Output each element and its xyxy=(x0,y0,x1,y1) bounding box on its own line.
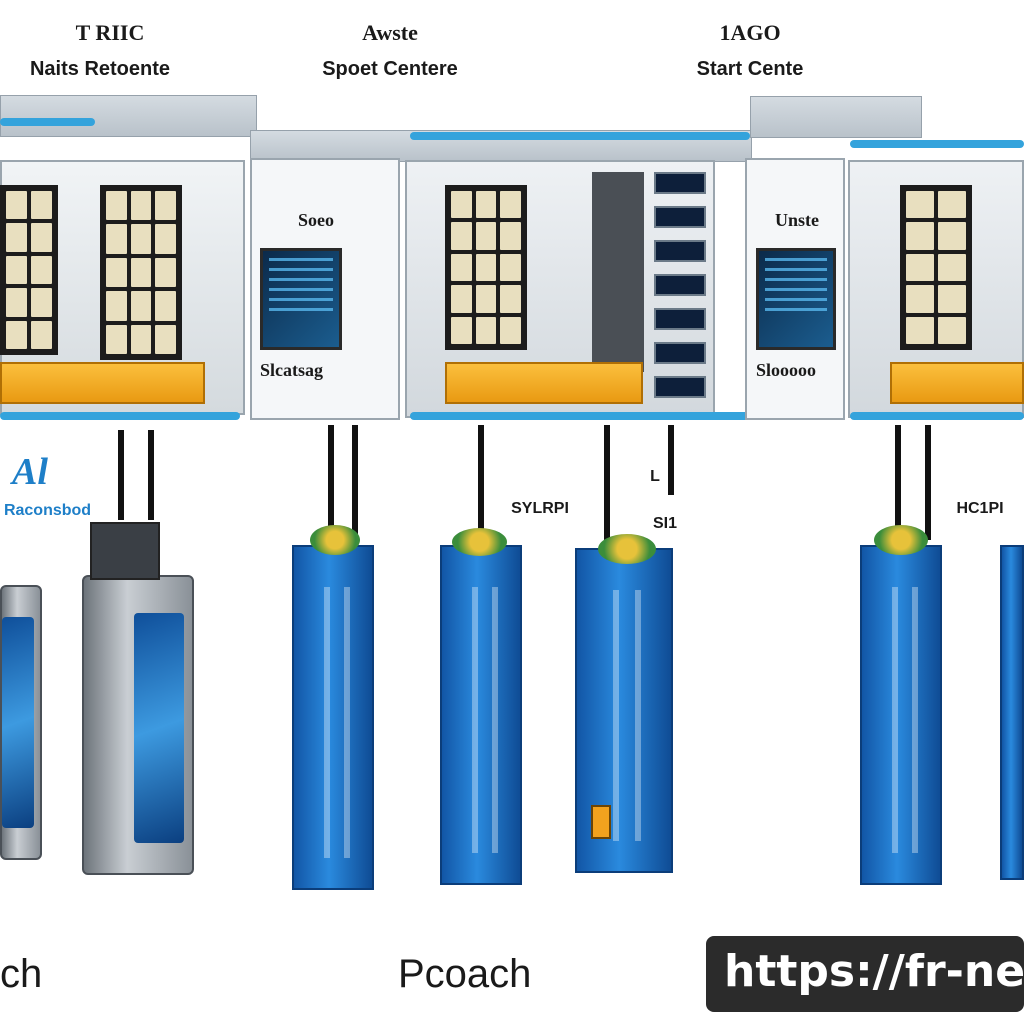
orange-power-bar-right xyxy=(890,362,1024,404)
bottom-label-left: ch xyxy=(0,952,43,996)
mid-label-c: SI1 xyxy=(652,515,677,532)
rack-shelf-right xyxy=(750,96,922,138)
cable-6 xyxy=(604,425,610,545)
cable-9 xyxy=(925,425,931,540)
blue-rail-center-top xyxy=(410,132,750,140)
blue-rail-center-bottom xyxy=(410,412,840,420)
blue-rail-right-bottom xyxy=(850,412,1024,420)
top-label-3-line2: Start Cente xyxy=(696,58,804,80)
cable-8 xyxy=(895,425,901,535)
blue-logo-icon: Al xyxy=(12,451,48,493)
orange-power-bar-left xyxy=(0,362,205,404)
center-dark-panel xyxy=(592,172,644,372)
module-5 xyxy=(1000,545,1024,880)
top-label-2-line2: Spoet Centere xyxy=(322,58,458,80)
panel-right-bottom-text: Slooooo xyxy=(756,360,817,380)
device-unit-grey-top xyxy=(90,522,160,580)
port-grid-left-a xyxy=(0,185,58,355)
device-unit-left xyxy=(0,585,42,860)
top-label-1-line2: Naits Retoente xyxy=(29,58,171,80)
device-unit-grey xyxy=(82,575,194,875)
top-label-1-line1: T RIIC xyxy=(75,20,145,45)
module-3-badge xyxy=(591,805,611,839)
module-3 xyxy=(575,548,673,873)
orange-power-bar-center xyxy=(445,362,643,404)
port-grid-center xyxy=(445,185,527,350)
top-label-2-line1: Awste xyxy=(362,20,418,45)
blue-logo-caption: Raconsbod xyxy=(3,502,92,519)
right-label: HC1PI xyxy=(956,500,1004,517)
watermark-url: https://fr-ne xyxy=(706,936,1024,1012)
port-grid-right xyxy=(900,185,972,350)
cable-5 xyxy=(478,425,484,535)
cable-2 xyxy=(148,430,154,520)
bottom-label-center: Pcoach xyxy=(398,952,532,996)
panel-left-bottom-text: Slcatsag xyxy=(260,360,323,380)
port-grid-left-b xyxy=(100,185,182,360)
panel-right-screen xyxy=(756,248,836,350)
plant-icon-4 xyxy=(874,525,928,555)
blue-rail-right-top xyxy=(850,140,1024,148)
blue-rail-left-top xyxy=(0,118,95,126)
module-2 xyxy=(440,545,522,885)
mid-label-b: L xyxy=(650,468,660,485)
panel-left-screen xyxy=(260,248,342,350)
plant-icon-3 xyxy=(598,534,656,564)
module-1 xyxy=(292,545,374,890)
cable-7 xyxy=(668,425,674,495)
cable-3 xyxy=(328,425,334,535)
mid-label-a: SYLRPI xyxy=(511,500,569,517)
module-4 xyxy=(860,545,942,885)
blue-rail-left-bottom xyxy=(0,412,240,420)
cable-1 xyxy=(118,430,124,520)
cable-4 xyxy=(352,425,358,545)
plant-icon-1 xyxy=(310,525,360,555)
panel-right-top-text: Unste xyxy=(775,210,819,230)
panel-left-top-text: Soeo xyxy=(298,210,334,230)
rack-shelf-left xyxy=(0,95,257,137)
top-label-3-line1: 1AGO xyxy=(719,20,781,45)
plant-icon-2 xyxy=(452,528,507,556)
center-slot-column xyxy=(654,172,706,398)
